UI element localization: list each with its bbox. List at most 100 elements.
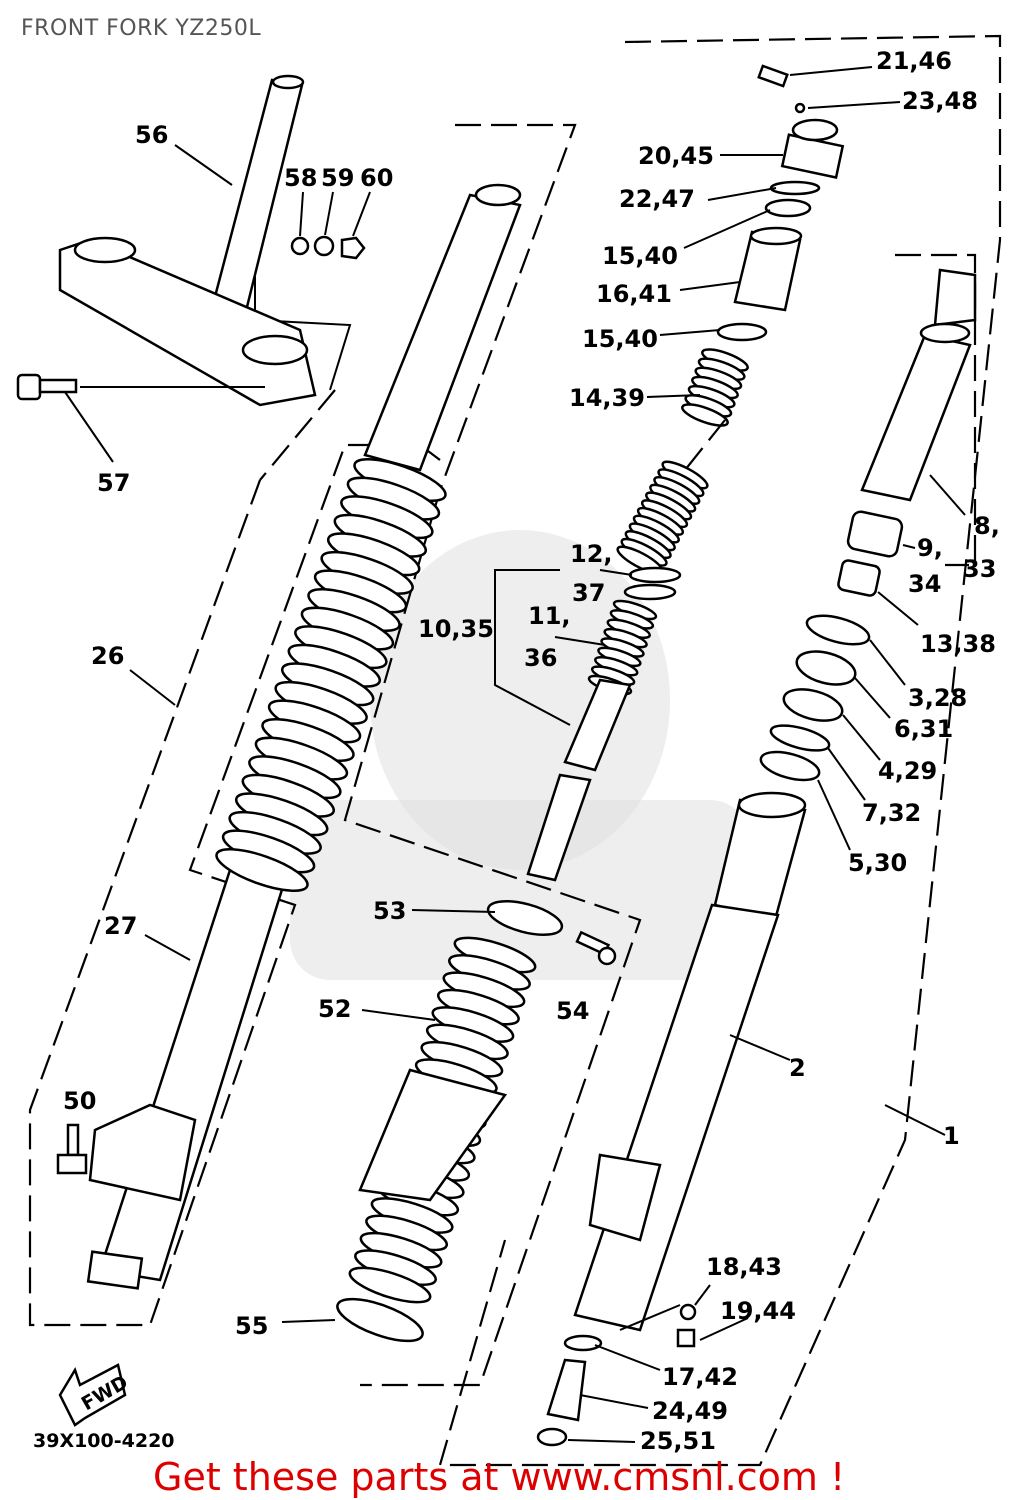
washer-15-top — [764, 198, 812, 218]
o-ring-23 — [794, 102, 806, 114]
cap-bolt-20 — [780, 118, 845, 179]
callout-54: 54 — [556, 997, 589, 1025]
callout-9-number: 9 — [917, 534, 934, 562]
callout-6-31: 6,31 — [894, 715, 953, 743]
slide-metal-5 — [759, 750, 821, 782]
callout-53: 53 — [373, 897, 406, 925]
piston-metal-13 — [837, 559, 881, 597]
fwd-arrow-icon: FWD — [58, 1363, 132, 1427]
o-ring-22 — [769, 180, 821, 196]
callout-4-29: 4,29 — [878, 757, 937, 785]
nut-60 — [340, 236, 366, 260]
callout-comma: , — [561, 602, 570, 630]
callout-57: 57 — [97, 469, 130, 497]
boot-sleeve-52 — [358, 1068, 508, 1202]
callout-8: 8, — [974, 512, 1000, 540]
callout-2: 2 — [789, 1054, 806, 1082]
spring-coil — [681, 403, 729, 427]
spring-hidden-line — [684, 419, 726, 471]
group-outline-inner — [895, 253, 977, 567]
washer-18 — [679, 1303, 697, 1321]
band-55 — [336, 1297, 424, 1343]
callout-59: 59 — [321, 164, 354, 192]
damper-bolt-24 — [546, 1358, 587, 1422]
callout-26: 26 — [91, 642, 124, 670]
ring-37 — [623, 583, 677, 601]
callout-comma: , — [603, 540, 612, 568]
air-valve-21 — [757, 64, 789, 88]
group-bracket-damper — [494, 569, 571, 726]
group-bracket-stem — [254, 250, 352, 391]
fork-boot-large — [215, 457, 447, 893]
callout-33: 33 — [963, 555, 996, 583]
washer-15 — [716, 322, 768, 342]
callout-8-number: 8 — [974, 512, 991, 540]
callout-11-number: 11 — [528, 602, 561, 630]
callout-14-39: 14,39 — [569, 384, 645, 412]
screw-54 — [575, 930, 617, 966]
damper-rod-10 — [563, 678, 632, 772]
promo-link[interactable]: Get these parts at www.cmsnl.com ! — [153, 1455, 846, 1499]
callout-12: 12, — [570, 540, 613, 568]
washer-4 — [782, 688, 844, 722]
bolt-19 — [676, 1328, 696, 1348]
cms-watermark — [290, 530, 750, 980]
ring-12 — [628, 566, 682, 584]
boot-fold — [348, 1266, 432, 1304]
under-bracket — [58, 236, 317, 407]
callout-comma: , — [991, 512, 1000, 540]
callout-37: 37 — [572, 579, 605, 607]
callout-12-number: 12 — [570, 540, 603, 568]
outer-tube-27 — [86, 868, 287, 1290]
callout-5-30: 5,30 — [848, 849, 907, 877]
clamp-53 — [486, 900, 564, 936]
callout-56: 56 — [135, 121, 168, 149]
callout-58: 58 — [284, 164, 317, 192]
callout-1: 1 — [943, 1122, 960, 1150]
callout-34: 34 — [908, 570, 941, 598]
leader-lines — [64, 66, 966, 1443]
callout-52: 52 — [318, 995, 351, 1023]
dust-seal-3 — [805, 614, 871, 646]
callout-23-48: 23,48 — [902, 87, 978, 115]
group-outline-right — [438, 34, 1002, 1467]
clip-7 — [769, 724, 831, 752]
callout-36: 36 — [524, 644, 557, 672]
washer-17 — [563, 1334, 603, 1352]
callout-16-41: 16,41 — [596, 280, 672, 308]
callout-3-28: 3,28 — [908, 684, 967, 712]
fork-spring-14 — [681, 348, 749, 427]
callout-15-40-top: 15,40 — [602, 242, 678, 270]
callout-9: 9, — [917, 534, 943, 562]
inner-tube-8 — [860, 268, 977, 502]
oil-seal-6 — [795, 650, 857, 686]
callout-21-46: 21,46 — [876, 47, 952, 75]
callout-22-47: 22,47 — [619, 185, 695, 213]
group-outline-outer-tube — [343, 123, 642, 1387]
nut-25 — [536, 1427, 568, 1447]
steering-stem — [210, 74, 305, 317]
rebound-spring-11 — [587, 599, 658, 696]
boot-fold — [215, 847, 309, 893]
callout-11: 11, — [528, 602, 571, 630]
callout-labels: 56 58 59 60 57 26 27 50 52 53 54 55 2 1 … — [33, 47, 1000, 1455]
callout-10-35: 10,35 — [418, 615, 494, 643]
fork-spring-14-lower — [616, 460, 709, 575]
diagram-code: 39X100-4220 — [33, 1430, 175, 1452]
callout-19-44: 19,44 — [720, 1297, 796, 1325]
callout-13-38: 13,38 — [920, 630, 996, 658]
callout-comma: , — [934, 534, 943, 562]
callout-50: 50 — [63, 1087, 96, 1115]
bolt-57 — [16, 373, 78, 401]
callout-18-43: 18,43 — [706, 1253, 782, 1281]
spacer-16 — [733, 226, 803, 312]
callout-20-45: 20,45 — [638, 142, 714, 170]
group-outline-link — [259, 389, 336, 481]
outer-tube-2 — [573, 791, 807, 1332]
callout-60: 60 — [360, 164, 393, 192]
inner-tube-26 — [363, 183, 522, 472]
oil-lock-piece — [526, 773, 592, 882]
washer-59 — [313, 235, 335, 257]
callout-15-40: 15,40 — [582, 325, 658, 353]
